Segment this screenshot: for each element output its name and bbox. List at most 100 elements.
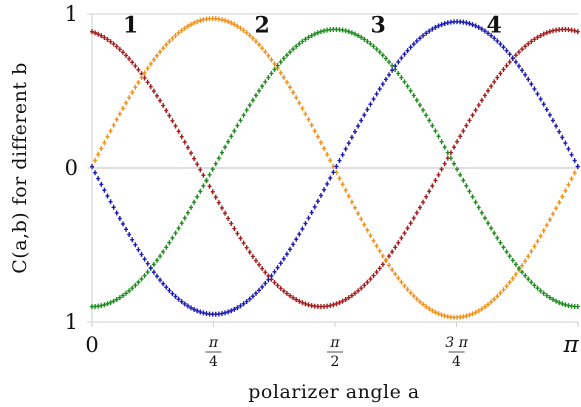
series-1-point: [362, 282, 367, 288]
series-1-point: [117, 46, 122, 52]
series-3-point: [213, 161, 218, 167]
series-1-point: [250, 253, 255, 259]
series-1-point: [349, 293, 354, 299]
series-3-point: [306, 34, 311, 40]
series-3-point: [114, 296, 119, 302]
series-4-point: [569, 152, 574, 158]
series-4-point: [322, 187, 327, 193]
series-3-point: [560, 301, 565, 307]
series-3-point: [448, 155, 453, 161]
series-4-point: [133, 242, 138, 248]
series-1-point: [185, 145, 190, 151]
series-4-point: [346, 140, 351, 146]
series-1-point: [90, 29, 94, 35]
series-3-point: [226, 139, 231, 145]
series-1-point: [195, 161, 200, 167]
series-1-point: [402, 230, 407, 236]
series-4-point: [572, 158, 577, 164]
series-1-point: [253, 258, 258, 264]
series-1-point: [547, 29, 552, 35]
series-1-point: [535, 34, 540, 40]
y-tick-label: 0: [65, 156, 78, 180]
series-2-point: [482, 304, 487, 310]
series-3-point: [145, 269, 150, 275]
series-4-point: [108, 199, 113, 205]
series-2-point: [495, 293, 500, 299]
series-4-point: [309, 210, 314, 216]
series-4-point: [526, 76, 531, 82]
series-3-point: [158, 253, 163, 259]
series-1-point: [284, 290, 289, 296]
series-4-point: [318, 193, 323, 199]
series-2-point: [272, 61, 277, 67]
series-2-point: [250, 35, 255, 41]
series-4-point: [247, 296, 252, 302]
series-2-point: [130, 89, 135, 95]
series-2-point: [192, 20, 197, 26]
series-1-point: [108, 39, 113, 45]
series-3-point: [520, 269, 525, 275]
series-2-point: [563, 188, 568, 194]
series-2-point: [232, 21, 237, 27]
series-1-point: [210, 189, 215, 195]
series-4-point: [176, 296, 181, 302]
series-1-point: [513, 52, 518, 58]
series-4-point: [111, 204, 116, 210]
series-4-point: [158, 277, 163, 283]
series-4-point: [433, 24, 438, 30]
series-1-point: [396, 240, 401, 246]
series-2-point: [136, 79, 141, 85]
series-3-point: [167, 240, 172, 246]
series-4-point: [507, 51, 512, 57]
series-1-point: [226, 215, 231, 221]
series-2-point: [498, 290, 503, 296]
series-3-point: [117, 295, 122, 301]
series-1-point: [306, 302, 311, 308]
series-1-point: [176, 128, 181, 134]
series-3-point: [387, 59, 392, 65]
series-2-point: [507, 279, 512, 285]
series-4-point: [513, 59, 518, 65]
series-4-point: [164, 284, 169, 290]
series-3-point: [455, 166, 460, 172]
series-2-point: [492, 296, 497, 302]
series-1-point: [430, 183, 435, 189]
series-2: [90, 16, 580, 320]
series-1-point: [331, 302, 336, 308]
series-1-point: [356, 288, 361, 294]
series-1-point: [328, 303, 333, 309]
series-2-point: [544, 222, 549, 228]
series-1-point: [436, 172, 441, 178]
series-1-point: [164, 108, 169, 114]
series-4-point: [486, 30, 491, 36]
series-2-point: [368, 233, 373, 239]
series-1-point: [158, 98, 163, 104]
series-1-point: [504, 63, 509, 69]
series-1-point: [297, 298, 302, 304]
series-1-point: [198, 167, 203, 173]
series-3-point: [467, 188, 472, 194]
series-3-point: [189, 205, 194, 211]
series-1-point: [368, 276, 373, 282]
series-1-point: [244, 245, 249, 251]
series-2-point: [306, 116, 311, 122]
series-3-point: [120, 293, 125, 299]
series-1-point: [411, 215, 416, 221]
series-4-point: [399, 55, 404, 61]
series-3-point: [204, 177, 209, 183]
series-2-point: [281, 75, 286, 81]
series-3-point: [275, 63, 280, 69]
series-4-point: [535, 91, 540, 97]
series-2-point: [291, 89, 296, 95]
series-2-point: [526, 253, 531, 259]
series-label-3: 3: [371, 12, 386, 38]
series-3-point: [563, 302, 568, 308]
series-3-point: [547, 295, 552, 301]
series-1-point: [145, 79, 150, 85]
series-2-point: [300, 105, 305, 111]
series-1-point: [133, 63, 138, 69]
series-1-point: [424, 194, 429, 200]
series-3-point: [476, 205, 481, 211]
series-1-point: [575, 29, 580, 35]
